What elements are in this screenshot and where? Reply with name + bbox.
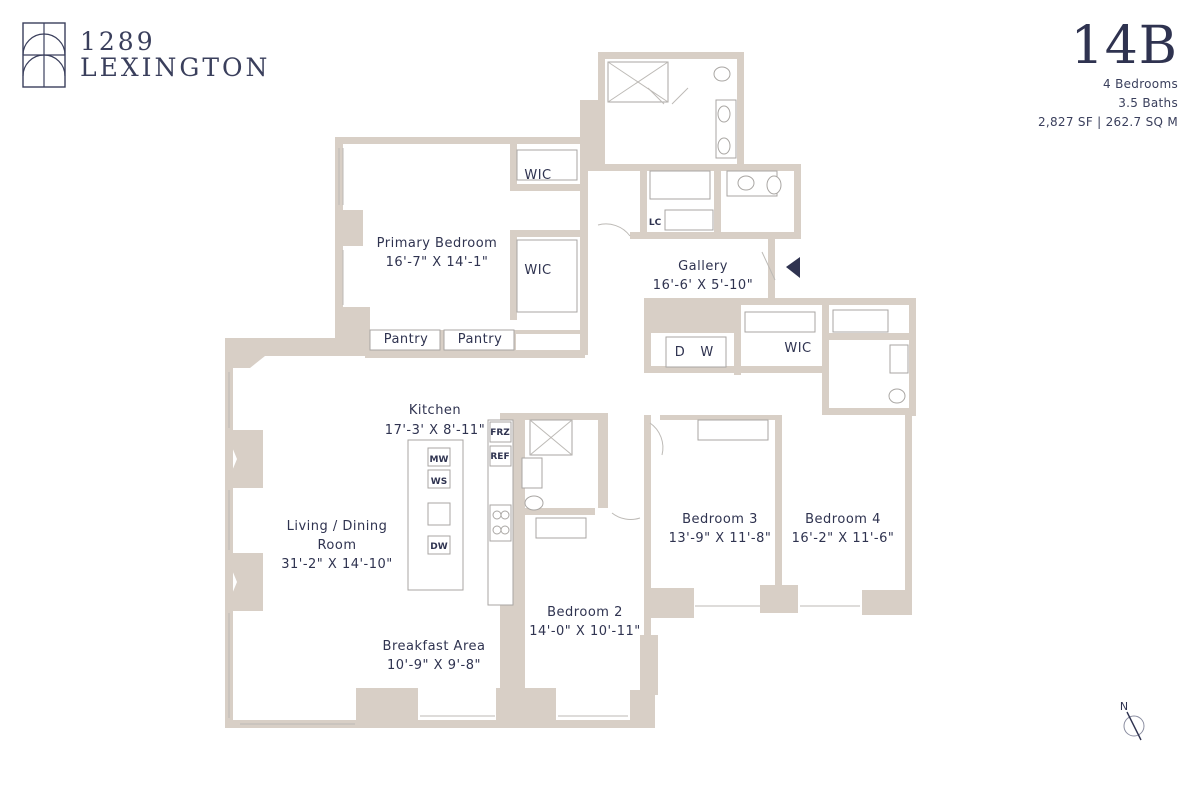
lc-label: LC (649, 218, 662, 228)
compass-icon: N (1120, 700, 1145, 741)
compass-north-label: N (1120, 700, 1128, 713)
kitchen-name: Kitchen (409, 403, 461, 418)
pantry-2-label: Pantry (458, 332, 503, 347)
dishwasher-label: DW (430, 542, 447, 552)
kitchen-dims: 17'-3' X 8'-11" (385, 423, 485, 438)
living-name-line1: Living / Dining (287, 519, 388, 534)
primary-bedroom-name: Primary Bedroom (377, 236, 498, 251)
unit-number: 14B (1070, 16, 1178, 76)
wine-storage-label: WS (431, 477, 447, 487)
living-name-line2: Room (317, 538, 356, 553)
unit-bedrooms: 4 Bedrooms (1103, 77, 1178, 91)
room-labels: Primary Bedroom 16'-7" X 14'-1" WIC WIC … (281, 168, 894, 673)
monogram-icon (22, 22, 66, 88)
unit-info: 14B 4 Bedrooms 3.5 Baths 2,827 SF | 262.… (1038, 20, 1178, 129)
brand-logo: 1289 LEXINGTON (22, 22, 270, 88)
dryer-label: D (675, 345, 686, 360)
breakfast-dims: 10'-9" X 9'-8" (387, 658, 481, 673)
fixtures (228, 61, 909, 725)
bedroom-4-dims: 16'-2" X 11'-6" (792, 531, 895, 546)
bedroom-3-dims: 13'-9" X 11'-8" (669, 531, 772, 546)
primary-bedroom-dims: 16'-7" X 14'-1" (386, 255, 489, 270)
gallery-dims: 16'-6' X 5'-10" (653, 278, 753, 293)
wic-3-label: WIC (784, 341, 811, 356)
brand-line-1: 1289 (80, 26, 156, 56)
refrigerator-label: REF (490, 452, 509, 462)
unit-area: 2,827 SF | 262.7 SQ M (1037, 115, 1178, 129)
microwave-label: MW (430, 455, 449, 465)
washer-label: W (700, 345, 713, 360)
wic-2-label: WIC (524, 263, 551, 278)
wic-1-label: WIC (524, 168, 551, 183)
breakfast-name: Breakfast Area (383, 639, 486, 654)
entry-arrow-icon (786, 257, 800, 278)
bedroom-2-dims: 14'-0" X 10'-11" (529, 624, 641, 639)
bedroom-3-name: Bedroom 3 (682, 512, 758, 527)
unit-baths: 3.5 Baths (1118, 96, 1178, 110)
living-dims: 31'-2" X 14'-10" (281, 557, 393, 572)
bedroom-4-name: Bedroom 4 (805, 512, 881, 527)
pantry-1-label: Pantry (384, 332, 429, 347)
freezer-label: FRZ (490, 428, 510, 438)
gallery-name: Gallery (678, 259, 728, 274)
bedroom-2-name: Bedroom 2 (547, 605, 623, 620)
brand-line-2: LEXINGTON (80, 53, 271, 82)
